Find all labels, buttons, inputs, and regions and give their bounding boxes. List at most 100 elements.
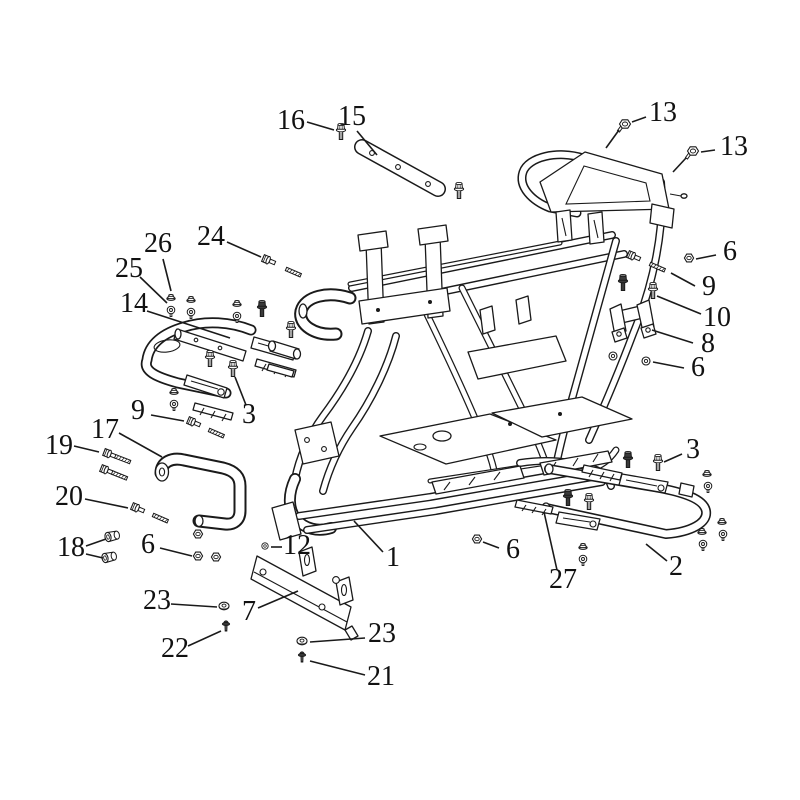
callout-label-13: 13 — [649, 97, 677, 128]
screw-icon — [221, 620, 231, 632]
leader-line-15 — [356, 130, 378, 156]
cap-nut-icon — [232, 300, 242, 307]
washer-icon — [608, 351, 618, 361]
leader-line-8 — [651, 329, 694, 344]
hex-nut-icon — [210, 552, 222, 562]
leader-line-6 — [482, 541, 500, 549]
callout-label-15: 15 — [338, 101, 366, 132]
leader-line-27 — [543, 511, 558, 571]
leader-line-17 — [118, 432, 163, 458]
main-frame-part — [271, 152, 688, 541]
leader-line-18 — [85, 538, 107, 547]
callout-label-16: 16 — [277, 105, 305, 136]
callout-label-17: 17 — [91, 414, 119, 445]
floorboard-plate — [379, 413, 557, 465]
leader-line-13 — [672, 157, 687, 173]
callout-label-10: 10 — [703, 302, 731, 333]
cap-nut-icon — [697, 528, 707, 535]
leader-line-6 — [159, 547, 193, 557]
callout-label-14: 14 — [120, 288, 148, 319]
bracket-ear — [335, 576, 354, 606]
callout-label-7: 7 — [242, 596, 256, 627]
washer-icon — [703, 481, 713, 494]
callout-label-12: 12 — [283, 530, 311, 561]
washer-icon — [166, 305, 176, 318]
callout-label-18: 18 — [57, 532, 85, 563]
leader-line-7 — [257, 590, 299, 609]
leader-line-23 — [309, 637, 366, 643]
bracket-ear — [298, 546, 317, 577]
front-bracket — [294, 421, 340, 465]
cap-nut-icon — [186, 296, 196, 303]
leader-line-1 — [353, 520, 384, 553]
callout-label-3: 3 — [242, 399, 256, 430]
leader-line-13 — [700, 149, 716, 153]
callout-label-3: 3 — [686, 434, 700, 465]
hex-nut-icon — [471, 534, 483, 544]
callout-label-6: 6 — [141, 529, 155, 560]
frame-channel-rail — [431, 465, 525, 495]
part-27-sill-plate — [514, 499, 554, 516]
callout-label-23: 23 — [368, 618, 396, 649]
leader-line-6 — [695, 254, 717, 260]
mount-plate — [358, 287, 451, 325]
callout-label-21: 21 — [367, 661, 395, 692]
rear-deck-inner — [565, 165, 651, 205]
bolt-icon — [652, 453, 664, 471]
bolt-icon — [583, 492, 595, 510]
leader-line-21 — [309, 660, 366, 676]
part-8-engine-bracket — [609, 299, 657, 343]
callout-label-26: 26 — [144, 228, 172, 259]
rear-corner-block — [649, 203, 675, 229]
bolt-icon — [256, 299, 268, 317]
lock-nut-icon — [296, 636, 308, 646]
cap-nut-icon — [702, 470, 712, 477]
washer-icon — [698, 539, 708, 552]
part-14-front-rack — [146, 323, 302, 422]
callout-label-6: 6 — [723, 236, 737, 267]
leader-line-16 — [306, 121, 335, 131]
frame-bracket — [357, 230, 389, 252]
leader-line-9 — [150, 414, 185, 422]
leader-line-23 — [170, 603, 218, 608]
bolt-icon — [562, 488, 574, 506]
leader-line-19 — [73, 445, 100, 453]
callout-label-13: 13 — [720, 131, 748, 162]
part-15-strap-plate — [354, 139, 446, 197]
rack-channel — [183, 374, 228, 399]
leader-line-13 — [605, 129, 620, 149]
bolt-icon — [617, 273, 629, 291]
callout-label-24: 24 — [197, 221, 225, 252]
frame-bracket — [417, 224, 449, 246]
bolt-icon — [684, 146, 700, 160]
cap-nut-icon — [169, 388, 179, 395]
leader-line-22 — [187, 630, 222, 647]
frame-tab — [515, 295, 532, 325]
callout-label-25: 25 — [115, 253, 143, 284]
hex-nut-icon — [683, 253, 695, 263]
callout-label-23: 23 — [143, 585, 171, 616]
leader-line-24 — [226, 241, 262, 258]
bolt-icon — [616, 119, 632, 133]
rack-clamp — [678, 482, 695, 498]
leader-line-20 — [84, 498, 129, 509]
washer-icon — [261, 542, 269, 550]
long-bolt-icon — [100, 464, 129, 482]
leader-line-2 — [645, 543, 668, 562]
callout-label-19: 19 — [45, 430, 73, 461]
callout-label-8: 8 — [701, 328, 715, 359]
leader-line-13 — [631, 116, 647, 123]
spacer-icon — [100, 550, 118, 564]
rack-channel — [618, 473, 669, 494]
front-foot-pad — [271, 501, 302, 541]
callout-label-2: 2 — [669, 551, 683, 582]
screw-icon — [297, 651, 307, 663]
callout-label-27: 27 — [549, 564, 577, 595]
long-bolt-icon — [260, 253, 302, 278]
cap-nut-icon — [717, 518, 727, 525]
bolt-icon — [204, 349, 216, 367]
callout-label-20: 20 — [55, 481, 83, 512]
pivot-tube — [267, 340, 302, 360]
